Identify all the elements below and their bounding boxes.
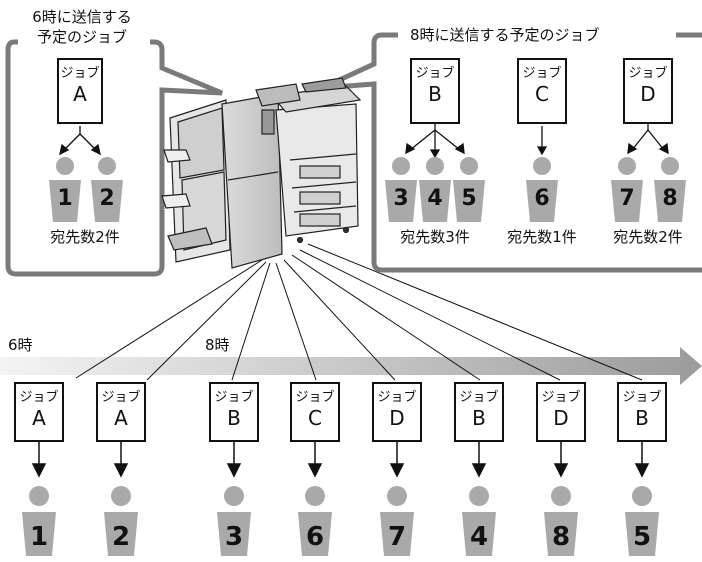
job-label: ジョブ (541, 390, 581, 405)
office-machine (161, 77, 362, 269)
job-label: ジョブ (295, 390, 335, 405)
timeline-recipient-number: 1 (29, 522, 49, 552)
job-label: ジョブ (214, 390, 254, 405)
job-letter: C (535, 82, 549, 106)
recipient-number: 5 (461, 186, 477, 211)
job-label: ジョブ (19, 390, 59, 405)
timeline-job-2: ジョブ A (96, 382, 146, 442)
timeline-job-5: ジョブ D (372, 382, 422, 442)
timeline-job-7: ジョブ D (536, 382, 586, 442)
recipient-number: 3 (393, 186, 409, 211)
timeline-job-4: ジョブ C (290, 382, 340, 442)
timeline-recipient-number: 4 (469, 522, 489, 552)
left-callout-frame (5, 39, 223, 277)
job-label: ジョブ (377, 390, 417, 405)
timeline-recipient-number: 8 (551, 522, 571, 552)
job-label: ジョブ (459, 390, 499, 405)
recipient-number: 1 (57, 186, 73, 211)
job-letter: A (114, 406, 128, 430)
timeline-arrow (0, 347, 702, 385)
time-label-6: 6時 (8, 336, 33, 354)
recipient-count: 宛先数2件 (613, 228, 683, 246)
job-letter: C (308, 406, 322, 430)
timeline-job-8: ジョブ B (617, 382, 667, 442)
recipient-count: 宛先数2件 (50, 228, 120, 246)
job-box-b-top: ジョブ B (410, 58, 460, 124)
job-letter: D (553, 406, 569, 430)
job-letter: B (635, 406, 649, 430)
job-label: ジョブ (522, 66, 562, 81)
job-letter: D (389, 406, 405, 430)
job-label: ジョブ (628, 66, 668, 81)
job-letter: B (227, 406, 241, 430)
job-letter: A (32, 406, 46, 430)
timeline-job-1: ジョブ A (14, 382, 64, 442)
job-letter: D (640, 82, 656, 106)
timeline-job-6: ジョブ B (454, 382, 504, 442)
recipient-number: 7 (619, 186, 635, 211)
job-letter: A (73, 82, 87, 106)
timeline-recipient-number: 2 (111, 522, 131, 552)
job-label: ジョブ (622, 390, 662, 405)
recipient-count: 宛先数3件 (400, 228, 470, 246)
timeline-down-arrows (31, 442, 650, 478)
recipient-count: 宛先数1件 (507, 228, 577, 246)
timeline-job-3: ジョブ B (209, 382, 259, 442)
left-title-line2: 予定のジョブ (32, 30, 132, 45)
job-label: ジョブ (415, 66, 455, 81)
job-label: ジョブ (101, 390, 141, 405)
recipient-number: 2 (99, 186, 115, 211)
left-title-line1: 6時に送信する (30, 8, 134, 26)
job-letter: B (428, 82, 442, 106)
recipient-number: 4 (427, 186, 443, 211)
recipient-number: 8 (662, 186, 678, 211)
job-box-d-top: ジョブ D (623, 58, 673, 124)
right-title: 8時に送信する予定のジョブ (404, 28, 606, 43)
recipient-number: 6 (534, 186, 550, 211)
timeline-recipient-number: 6 (305, 522, 325, 552)
connector-lines (75, 243, 643, 381)
recipient-figures (22, 157, 686, 556)
top-arrows (59, 122, 669, 159)
job-letter: B (472, 406, 486, 430)
timeline-recipient-number: 3 (224, 522, 244, 552)
job-box-c-top: ジョブ C (517, 58, 567, 124)
job-label: ジョブ (60, 66, 100, 81)
timeline-recipient-number: 7 (387, 522, 407, 552)
job-box-a-top: ジョブ A (57, 58, 103, 124)
timeline-recipient-number: 5 (632, 522, 652, 552)
time-label-8: 8時 (205, 336, 230, 354)
